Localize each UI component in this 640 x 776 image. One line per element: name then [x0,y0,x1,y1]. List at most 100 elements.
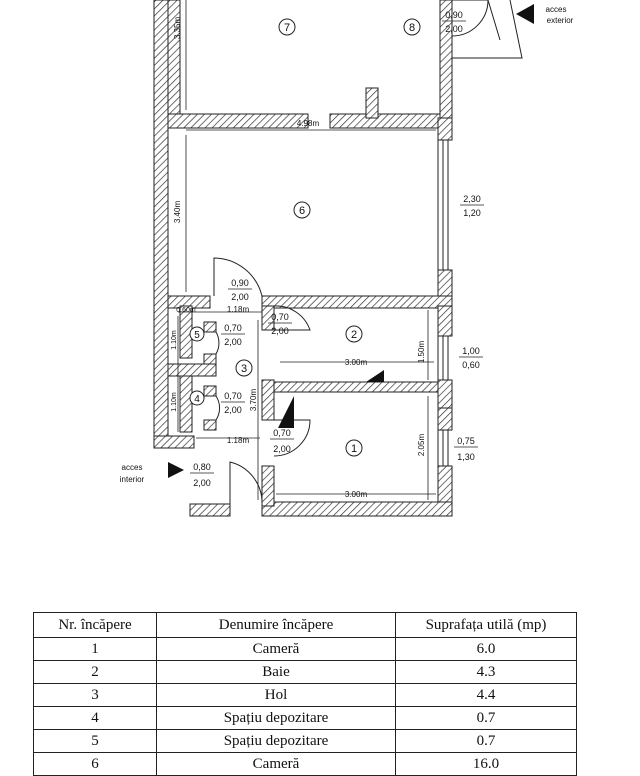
door-entry-arc [229,461,263,505]
table-row: 5 Spațiu depozitare 0.7 [33,729,577,753]
access-interior-label-2: interior [120,475,145,484]
window-6 [437,140,449,270]
dimension-lines [177,0,436,500]
room-circles [189,18,421,457]
svg-text:0,70: 0,70 [224,391,242,401]
table-cell: 6.0 [395,637,577,661]
dim-4-98: 4.98m [297,119,320,128]
dim-3-00-bottom: 3.00m [345,490,368,499]
wall-hall-right-bot [261,465,275,507]
wall-left-outer [153,0,169,449]
table-cell: 6 [33,752,157,776]
svg-text:0,90: 0,90 [445,10,463,20]
door-2-arc [273,305,311,331]
wall-hall-right-top [261,305,275,331]
svg-text:0,90: 0,90 [231,278,249,288]
access-interior-label-1: acces [122,463,143,472]
table-header: Nr. încăpere [33,612,157,638]
svg-text:1,20: 1,20 [463,208,481,218]
table-cell: 3 [33,683,157,707]
wall-hall-right-mid [261,379,275,421]
wall-bottom-left [153,435,195,449]
table-cell: 0.7 [395,729,577,753]
wall-storage-tab3 [203,385,217,397]
wall-storage-tab2 [203,353,217,365]
table-cell: 4 [33,706,157,730]
table-row: 3 Hol 4.4 [33,683,577,707]
table-cell: Baie [156,660,396,684]
table-cell: Spațiu depozitare [156,729,396,753]
table-cell: 1 [33,637,157,661]
door-storage-4 [215,395,220,421]
access-exterior-label-1: acces [546,5,567,14]
table-row: 4 Spațiu depozitare 0.7 [33,706,577,730]
wall-storage-tab1 [203,321,217,333]
access-exterior-label-2: exterior [547,16,574,25]
svg-text:0,70: 0,70 [224,323,242,333]
table-header: Denumire încăpere [156,612,396,638]
table-row: 1 Cameră 6.0 [33,637,577,661]
table-cell: 2 [33,660,157,684]
room-number-2: 2 [351,329,357,341]
opening-window-1: 0,75 1,30 [454,436,478,462]
svg-text:2,00: 2,00 [224,405,242,415]
svg-text:2,00: 2,00 [445,24,463,34]
opening-window-6: 2,30 1,20 [460,194,484,218]
wall-right-2 [437,305,453,337]
opening-door-4: 0,70 2,00 [221,391,245,415]
markers [168,4,534,478]
opening-door-2: 0,70 2,00 [268,312,292,336]
dim-2-05: 2.05m [417,434,426,457]
window-1 [437,430,449,466]
wall-storage-mid [167,363,217,377]
window-2 [437,336,449,380]
svg-text:2,30: 2,30 [463,194,481,204]
opening-window-2: 1,00 0,60 [459,346,483,370]
wall-bottom [261,501,453,517]
access-exterior-arrow-icon [516,4,534,24]
wall-2-1 [273,381,439,393]
room-number-3: 3 [241,363,247,375]
door-6-arc [213,257,263,297]
opening-8: 0,90 2,00 [442,10,466,34]
table-cell: 4.4 [395,683,577,707]
svg-text:1,00: 1,00 [462,346,480,356]
windows [437,140,449,466]
table-row: 6 Cameră 16.0 [33,752,577,776]
svg-text:0,70: 0,70 [271,312,289,322]
wall-right-1 [437,407,453,431]
svg-text:2,00: 2,00 [224,337,242,347]
wall-7-6-right [329,113,453,129]
table-cell: Cameră [156,637,396,661]
table-cell: 4.3 [395,660,577,684]
wall-storage-tab4 [203,419,217,431]
walls [153,0,453,517]
door-1-arc [273,419,311,457]
dim-1-18-bottom: 1.18m [227,436,250,445]
room-number-1: 1 [351,443,357,455]
svg-text:2,00: 2,00 [193,478,211,488]
wall-bottom-left2 [189,503,231,517]
svg-text:0,80: 0,80 [193,462,211,472]
table-header: Suprafața utilă (mp) [395,612,577,638]
room-number-6: 6 [299,205,305,217]
dim-1-10-top: 1.10m [171,330,178,350]
table-cell: 0.7 [395,706,577,730]
room-number-7: 7 [284,22,290,34]
wall-right-2b [437,379,453,409]
door-8-arc [451,0,489,37]
room-area-table: Nr. încăpere Denumire încăpere Suprafața… [33,612,577,776]
opening-door-1: 0,70 2,00 [270,428,294,454]
wall-7-6-left [167,113,309,129]
entry-porch [451,0,523,59]
table-cell: 5 [33,729,157,753]
wall-storage-4a [179,375,193,433]
marker-triangle-2 [366,370,384,382]
dim-3-00-top: 3.00m [345,358,368,367]
svg-text:0,75: 0,75 [457,436,475,446]
svg-text:0,60: 0,60 [462,360,480,370]
doors [213,0,523,505]
opening-door-6: 0,90 2,00 [228,278,252,302]
room-number-5: 5 [194,330,200,341]
svg-text:2,00: 2,00 [273,444,291,454]
